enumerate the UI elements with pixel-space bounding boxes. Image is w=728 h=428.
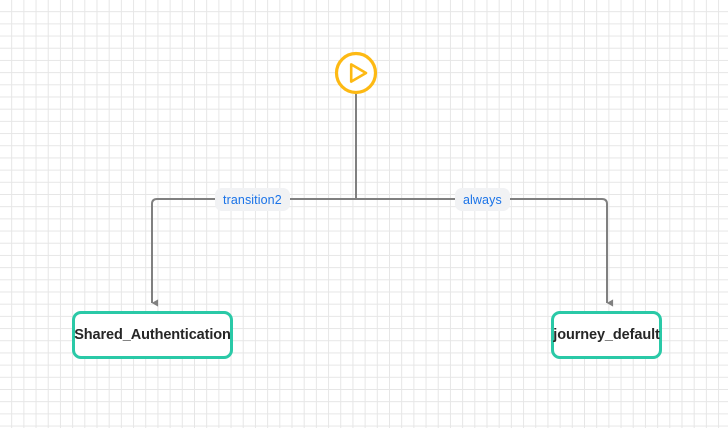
play-circle-icon — [334, 51, 378, 95]
edge-label-text: transition2 — [223, 192, 282, 207]
node-journey-default[interactable]: journey_default — [551, 311, 662, 359]
start-node[interactable] — [334, 51, 378, 95]
edge-path-transition2 — [151, 198, 356, 307]
edge-label-transition2[interactable]: transition2 — [215, 188, 290, 211]
node-label: Shared_Authentication — [74, 327, 231, 343]
edge-label-always[interactable]: always — [455, 188, 510, 211]
node-label: journey_default — [553, 327, 660, 343]
edge-label-text: always — [463, 192, 502, 207]
node-shared-authentication[interactable]: Shared_Authentication — [72, 311, 233, 359]
edge-path-always — [356, 198, 614, 307]
